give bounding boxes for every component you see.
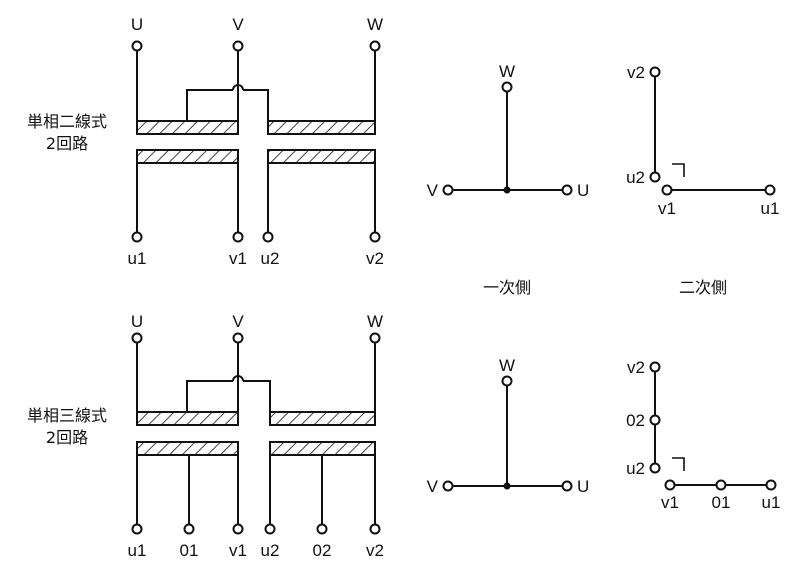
bottom-label-U: U [130, 312, 144, 331]
top-caption-line1: 単相二線式 [26, 112, 108, 131]
bottom-sec-label-v2: v2 [627, 358, 645, 377]
top-sec-label-v2: v2 [627, 63, 645, 82]
top-winding-diagram [131, 40, 381, 243]
bottom-secondary-vector [649, 361, 777, 491]
secondary-coil-right [267, 149, 376, 164]
bottom-caption-line1: 単相三線式 [26, 406, 108, 425]
bottom-label-W: W [366, 312, 384, 331]
bottom-sec-label-v1: v1 [661, 493, 679, 512]
bottom-primary-vector [442, 375, 573, 492]
bottom-sec-label-01: 01 [711, 493, 731, 512]
bottom-label-u2: u2 [260, 541, 280, 560]
top-vector-label-W: W [498, 62, 516, 81]
primary-coil-left [136, 120, 239, 135]
bottom-vector-label-U: U [577, 477, 590, 496]
top-label-u1: u1 [127, 249, 147, 268]
top-secondary-vector [649, 66, 776, 196]
bottom-vector-label-W: W [498, 356, 516, 375]
top-label-U: U [130, 15, 144, 34]
bottom-sec-label-02: 02 [626, 411, 645, 430]
top-label-v1: v1 [229, 249, 247, 268]
bottom-label-u1: u1 [127, 541, 147, 560]
top-caption: 単相二線式 2回路 [27, 111, 107, 155]
top-vector-label-U: U [577, 181, 590, 200]
primary-side-label: 一次側 [482, 278, 532, 297]
top-label-V: V [232, 15, 244, 34]
top-primary-vector [442, 81, 573, 196]
top-label-v2: v2 [366, 249, 384, 268]
top-sec-label-u1: u1 [760, 199, 780, 218]
primary-coil-right [267, 120, 376, 135]
top-sec-label-u2: u2 [626, 168, 645, 187]
bottom-caption: 単相三線式 2回路 [27, 405, 107, 449]
top-label-u2: u2 [260, 249, 280, 268]
bottom-winding-diagram [131, 332, 381, 535]
terminal-U-top [131, 40, 143, 52]
bottom-sec-label-u2: u2 [626, 459, 645, 478]
terminal-V-top [232, 40, 244, 52]
bottom-vector-label-V: V [426, 477, 438, 496]
top-caption-line2: 2回路 [45, 134, 89, 153]
bottom-label-v1: v1 [229, 541, 247, 560]
bottom-label-v2: v2 [366, 541, 384, 560]
terminal-W-top [369, 40, 381, 52]
top-label-W: W [366, 15, 384, 34]
bottom-sec-label-u1: u1 [761, 493, 781, 512]
bottom-label-01: 01 [179, 541, 199, 560]
top-sec-label-v1: v1 [658, 199, 676, 218]
secondary-coil-left [136, 149, 239, 164]
bottom-caption-line2: 2回路 [45, 428, 89, 447]
top-vector-label-V: V [426, 181, 438, 200]
secondary-side-label: 二次側 [678, 278, 728, 297]
bottom-label-V: V [232, 312, 244, 331]
bottom-label-02: 02 [312, 541, 332, 560]
